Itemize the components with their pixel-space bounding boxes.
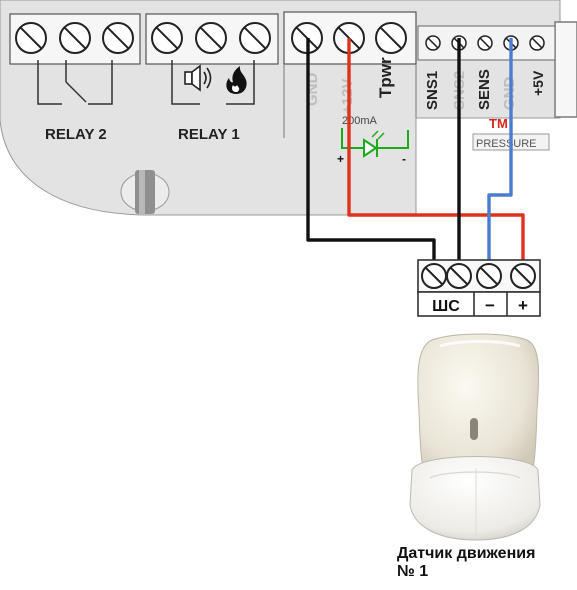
screw-terminal	[59, 22, 91, 54]
led-plus: +	[337, 152, 344, 166]
screw-terminal	[375, 22, 407, 54]
block-screw-terminal	[421, 263, 447, 289]
sensor-led-window	[470, 418, 478, 440]
relay2-contacts	[37, 60, 113, 105]
screw-terminal-small	[425, 35, 441, 51]
relay1-label: RELAY 1	[178, 126, 240, 143]
power-dividers	[283, 64, 417, 138]
screw-terminal	[102, 22, 134, 54]
wire-black-gnd	[306, 38, 436, 262]
caption-line1: Датчик движения	[397, 545, 536, 562]
screw-terminal	[195, 22, 227, 54]
label-tpwr: Tpwr	[376, 57, 395, 98]
sensor-lens	[409, 456, 541, 541]
wire-red	[347, 38, 525, 260]
label-5v: +5V	[530, 70, 546, 96]
speaker-icon	[184, 64, 212, 92]
fire-icon	[226, 66, 247, 94]
screw-terminal	[15, 22, 47, 54]
label-sns1: SNS1	[424, 71, 441, 110]
tm-label: TM	[489, 116, 508, 131]
screw-terminal-small	[529, 35, 545, 51]
wires	[306, 38, 525, 262]
wire-blue	[487, 38, 513, 262]
led-indicator: 200mA + -	[337, 115, 409, 166]
motion-sensor-device	[409, 333, 541, 541]
terminal-minus-label: −	[485, 296, 495, 315]
pressure-label: PRESSURE	[476, 138, 537, 150]
led-minus: -	[402, 152, 406, 166]
caption-line2: № 1	[397, 563, 429, 580]
mounting-hole	[120, 170, 170, 214]
terminal-loop-label: ШС	[432, 298, 460, 315]
screw-terminal-small	[477, 35, 493, 51]
block-screw-terminal	[510, 263, 536, 289]
block-screw-terminal	[476, 263, 502, 289]
relay2-label: RELAY 2	[45, 126, 107, 143]
sensor-caption: Датчик движения № 1	[397, 545, 535, 581]
screw-terminal	[239, 22, 271, 54]
led-current-label: 200mA	[342, 115, 378, 127]
block-screw-terminal	[446, 263, 472, 289]
board-connector	[554, 21, 577, 118]
relay1-contacts	[171, 60, 255, 105]
screw-terminal	[151, 22, 183, 54]
terminal-plus-label: +	[518, 296, 528, 315]
label-sens: SENS	[476, 69, 493, 110]
